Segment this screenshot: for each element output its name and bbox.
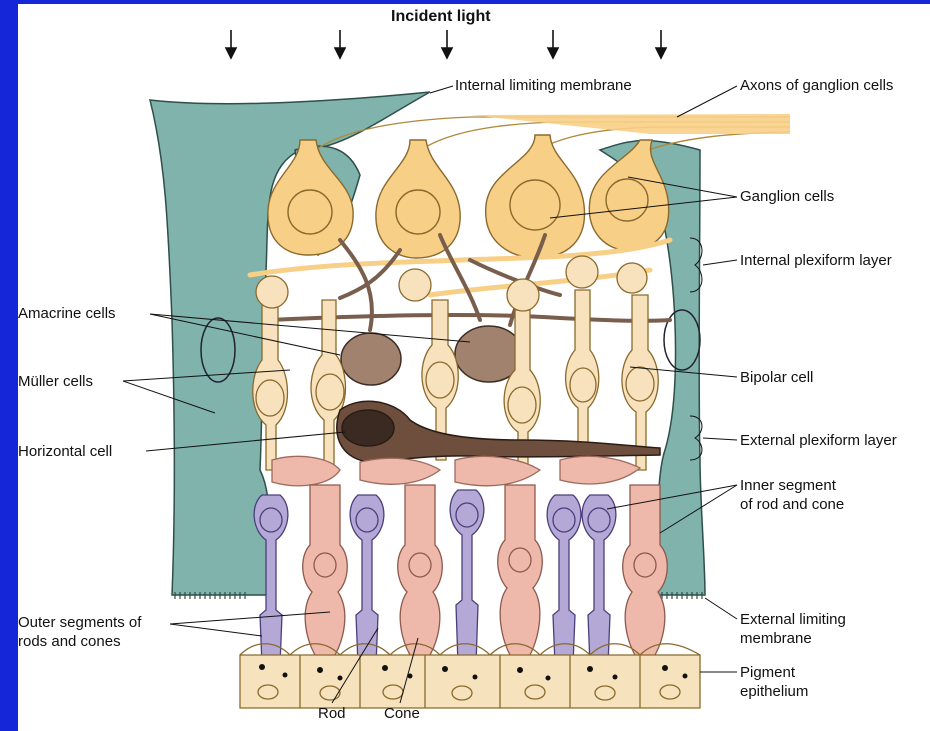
incident-light-arrows (226, 30, 666, 58)
label-axons-of-ganglion-cells: Axons of ganglion cells (740, 77, 893, 95)
label-external-plexiform-layer: External plexiform layer (740, 432, 897, 450)
label-rod: Rod (318, 705, 346, 723)
arrow-icon (548, 30, 558, 58)
label-amacrine-cells: Amacrine cells (18, 305, 116, 323)
photoreceptor-terminals (272, 456, 640, 485)
label-internal-limiting-membrane: Internal limiting membrane (455, 77, 632, 95)
label-pigment-line2: epithelium (740, 683, 808, 701)
label-inner-segment-line1: Inner segment (740, 477, 836, 495)
label-outer-segments-line2: rods and cones (18, 633, 121, 651)
arrow-icon (226, 30, 236, 58)
label-internal-plexiform-layer: Internal plexiform layer (740, 252, 892, 270)
label-horizontal-cell: Horizontal cell (18, 443, 112, 461)
arrow-icon (656, 30, 666, 58)
label-pigment-line1: Pigment (740, 664, 795, 682)
label-bipolar-cell: Bipolar cell (740, 369, 813, 387)
label-cone: Cone (384, 705, 420, 723)
label-muller-cells: Müller cells (18, 373, 93, 391)
label-ganglion-cells: Ganglion cells (740, 188, 834, 206)
arrow-icon (335, 30, 345, 58)
horizontal-cell (337, 401, 660, 462)
diagram-title: Incident light (391, 8, 491, 26)
label-external-limiting-line2: membrane (740, 630, 812, 648)
label-outer-segments-line1: Outer segments of (18, 614, 141, 632)
label-inner-segment-line2: of rod and cone (740, 496, 844, 514)
arrow-icon (442, 30, 452, 58)
label-external-limiting-line1: External limiting (740, 611, 846, 629)
